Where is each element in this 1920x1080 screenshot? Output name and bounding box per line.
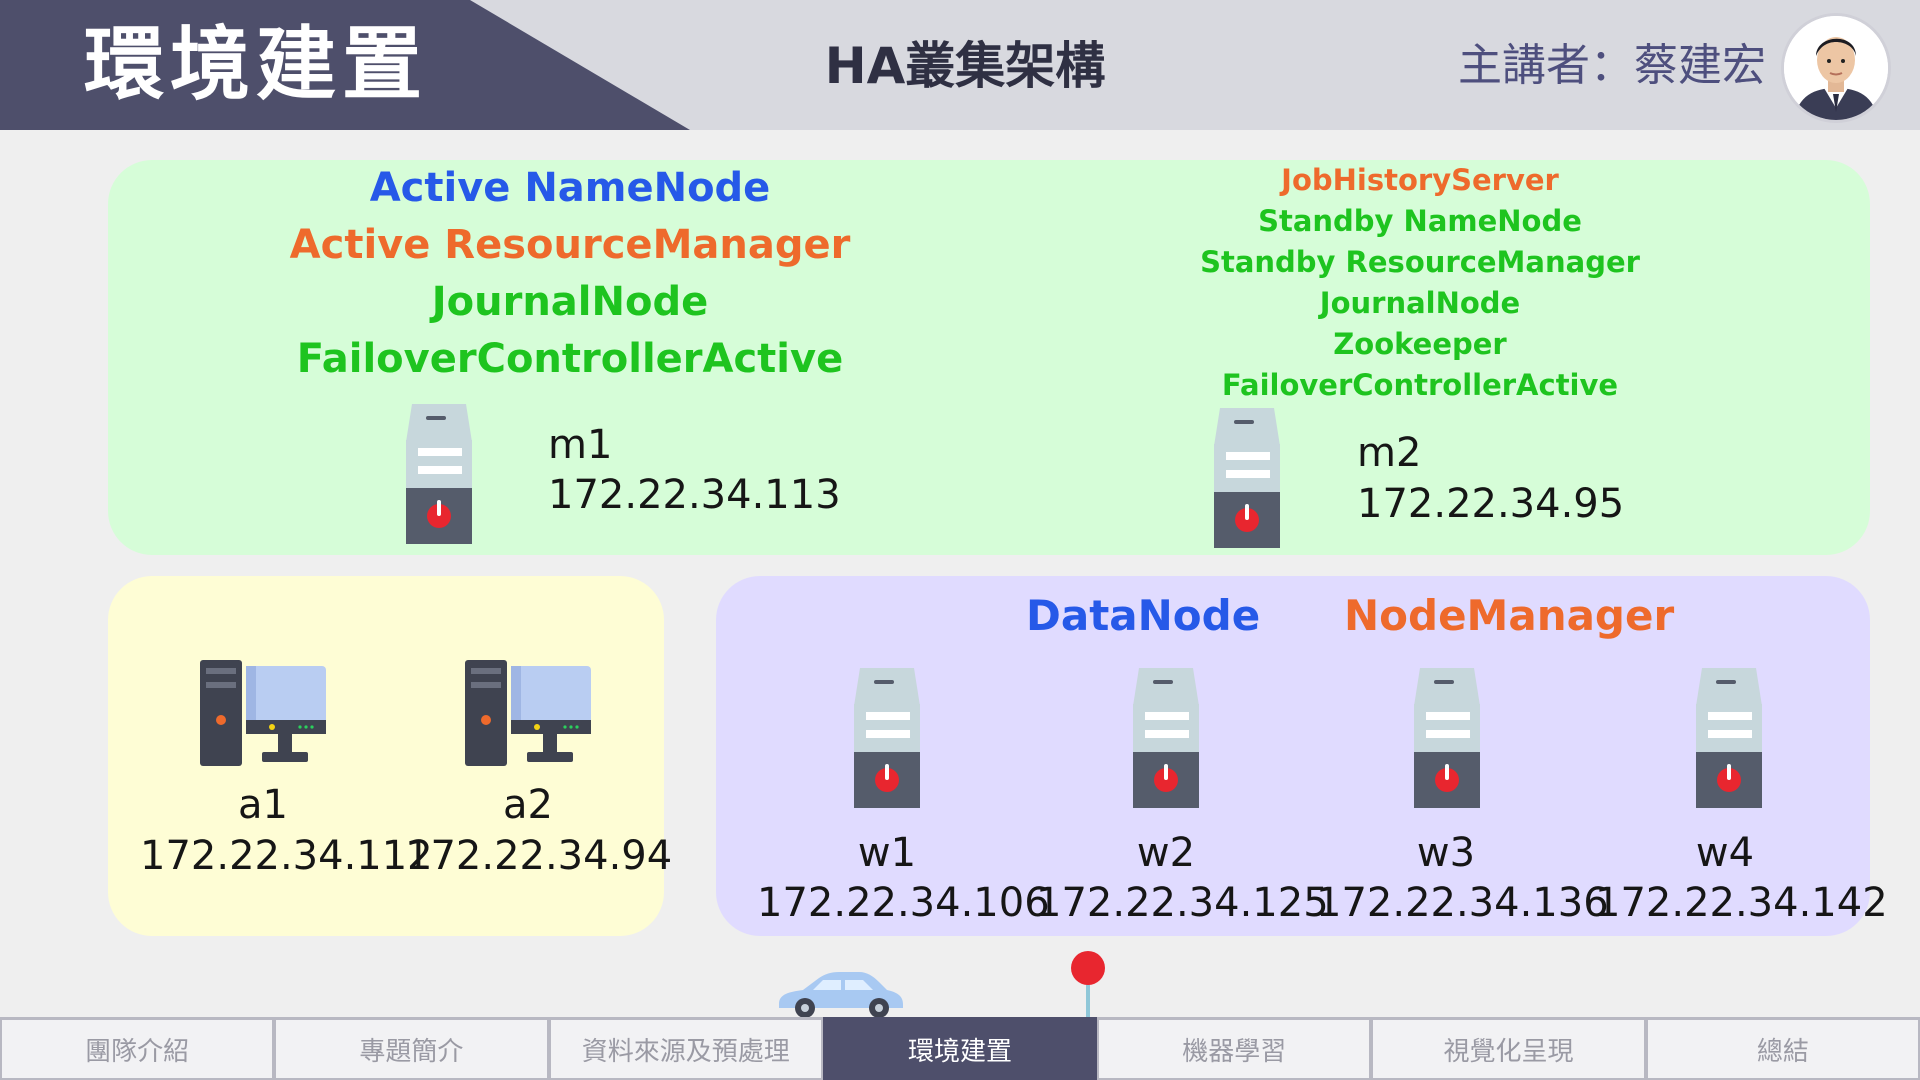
m2-service-list: JobHistoryServer Standby NameNode Standb… [1080,160,1760,406]
m2-service-standby-resourcemanager: Standby ResourceManager [1200,245,1640,279]
desktop-computer-icon-a2 [465,660,591,766]
nav-tab-summary[interactable]: 總結 [1645,1017,1920,1080]
nav-tab-environment[interactable]: 環境建置 [822,1017,1098,1080]
a1-name: a1 [238,782,288,828]
m1-ip: 172.22.34.113 [548,472,841,518]
server-icon-w4 [1696,668,1762,808]
nav-tab-visualization[interactable]: 視覺化呈現 [1371,1017,1646,1080]
section-nav-bar: 團隊介紹 專題簡介 資料來源及預處理 環境建置 機器學習 視覺化呈現 總結 [0,1017,1920,1080]
nav-tab-project[interactable]: 專題簡介 [274,1017,549,1080]
a1-ip: 172.22.34.112 [140,833,433,879]
legend-datanode: DataNode [1026,591,1261,640]
w4-name: w4 [1695,830,1755,876]
server-icon-w1 [854,668,920,808]
section-title: 環境建置 [84,18,428,111]
m2-service-standby-namenode: Standby NameNode [1258,204,1582,238]
m1-name: m1 [548,422,613,468]
m2-service-zookeeper: Zookeeper [1333,327,1507,361]
m2-service-journalnode: JournalNode [1319,286,1521,320]
m2-service-failovercontroller: FailoverControllerActive [1221,368,1619,402]
server-icon-m2 [1214,408,1280,548]
m1-service-list: Active NameNode Active ResourceManager J… [230,160,910,388]
nav-tab-team[interactable]: 團隊介紹 [0,1017,275,1080]
w1-name: w1 [857,830,917,876]
desktop-computer-icon-a1 [200,660,326,766]
presenter-name: 主講者：蔡建宏 [1458,40,1766,91]
m1-service-active-namenode: Active NameNode [369,165,771,211]
topic-title: HA叢集架構 [824,37,1106,95]
slide-header: 環境建置 HA叢集架構 主講者：蔡建宏 [0,0,1920,130]
person-photo-icon [1784,16,1888,120]
w2-name: w2 [1136,830,1196,876]
m1-service-failovercontroller: FailoverControllerActive [296,336,844,382]
progress-marker-stem [1086,984,1090,1018]
presenter-avatar [1781,13,1891,123]
w2-ip: 172.22.34.125 [1036,880,1329,926]
w3-ip: 172.22.34.136 [1316,880,1609,926]
car-icon [779,972,903,1018]
location-marker-icon [1071,951,1105,985]
m2-service-jobhistoryserver: JobHistoryServer [1281,163,1559,197]
nav-tab-machine-learning[interactable]: 機器學習 [1097,1017,1372,1080]
server-icon-w2 [1133,668,1199,808]
m1-service-active-resourcemanager: Active ResourceManager [289,222,851,268]
m1-service-journalnode: JournalNode [431,279,709,325]
a2-ip: 172.22.34.94 [405,833,673,879]
server-icon-w3 [1414,668,1480,808]
w4-ip: 172.22.34.142 [1595,880,1888,926]
nav-tab-data-source[interactable]: 資料來源及預處理 [548,1017,823,1080]
w1-ip: 172.22.34.106 [757,880,1050,926]
a2-name: a2 [503,782,553,828]
master-nodes-panel [108,160,1870,555]
legend-nodemanager: NodeManager [1344,591,1675,640]
w3-name: w3 [1416,830,1476,876]
server-icon-m1 [406,404,472,544]
m2-ip: 172.22.34.95 [1357,481,1625,527]
m2-name: m2 [1357,430,1422,476]
